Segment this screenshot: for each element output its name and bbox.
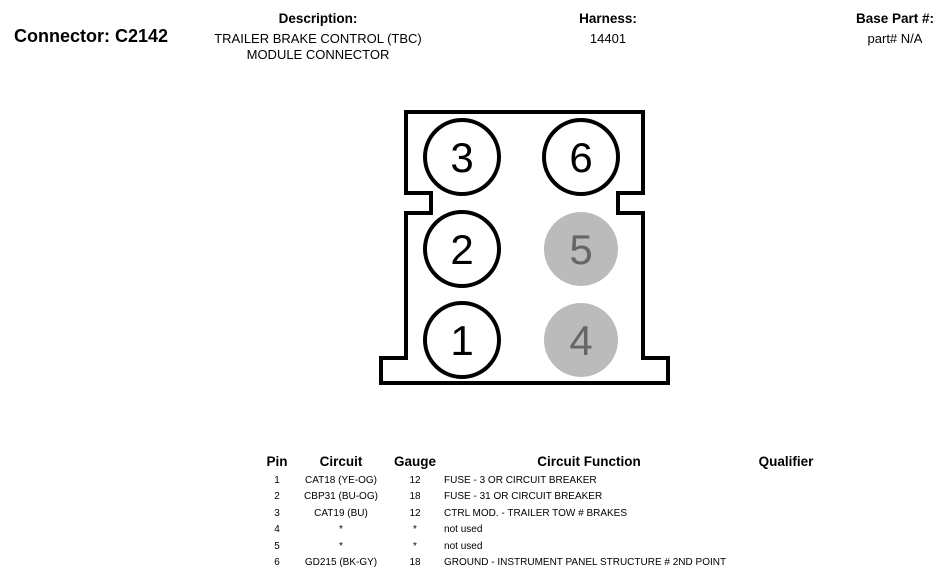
cell-qualifier (738, 489, 834, 506)
cell-circuit-function: GROUND - INSTRUMENT PANEL STRUCTURE # 2N… (444, 557, 727, 569)
header-pin: Pin (266, 453, 288, 469)
table-row: 4 * * not used (262, 522, 834, 539)
cell-gauge: 18 (409, 491, 421, 503)
table-row: 6 GD215 (BK-GY) 18 GROUND - INSTRUMENT PANE… (262, 555, 834, 572)
description-block: Description: TRAILER BRAKE CONTROL (TBC)… (198, 11, 438, 63)
pin-table: Pin Circuit Gauge Circuit Function Quali… (262, 452, 834, 571)
cell-qualifier (738, 472, 834, 489)
cell-qualifier (738, 538, 834, 555)
cell-pin: 3 (274, 507, 280, 519)
table-row: 2 CBP31 (BU-OG) 18 FUSE - 31 OR CIRCUIT BRE… (262, 489, 834, 506)
cell-gauge: * (413, 540, 417, 552)
header-gauge: Gauge (394, 453, 437, 469)
header-qualifier: Qualifier (758, 453, 814, 469)
pin-1-label: 1 (450, 317, 473, 364)
pin-5-circle (544, 212, 618, 286)
cell-circuit: CAT18 (YE-OG) (304, 474, 378, 486)
base-part-block: Base Part #: part# N/A (840, 11, 950, 47)
description-line-1: TRAILER BRAKE CONTROL (TBC) (214, 31, 422, 46)
description-label: Description: (278, 11, 358, 26)
cell-pin: 4 (274, 524, 280, 536)
cell-circuit-function: FUSE - 31 OR CIRCUIT BREAKER (444, 491, 603, 503)
pins-group: 3 6 2 5 1 4 (423, 118, 620, 379)
table-row: 3 CAT19 (BU) 12 CTRL MOD. - TRAILER TOW # B… (262, 505, 834, 522)
pin-2-label: 2 (450, 226, 473, 273)
cell-circuit-function: not used (444, 540, 483, 552)
pin-4-circle (544, 303, 618, 377)
cell-circuit: GD215 (BK-GY) (304, 557, 378, 569)
cell-circuit: CAT19 (BU) (314, 507, 368, 519)
pin-3-label: 3 (450, 134, 473, 181)
pin-5-label: 5 (569, 226, 592, 273)
connector-title: Connector: C2142 (14, 26, 169, 46)
cell-qualifier (738, 522, 834, 539)
table-row: 1 CAT18 (YE-OG) 12 FUSE - 3 OR CIRCUIT BREA… (262, 472, 834, 489)
cell-circuit: * (339, 524, 343, 536)
cell-qualifier (738, 555, 834, 572)
header-circuit-function: Circuit Function (537, 453, 641, 469)
cell-circuit: * (339, 540, 343, 552)
pin-6-circle (542, 118, 620, 196)
cell-gauge: 18 (409, 557, 421, 569)
cell-circuit-function: CTRL MOD. - TRAILER TOW # BRAKES (444, 507, 628, 519)
pin-table-header-row: Pin Circuit Gauge Circuit Function Quali… (262, 452, 834, 472)
cell-circuit: CBP31 (BU-OG) (304, 491, 378, 503)
base-part-value: part# N/A (867, 31, 923, 46)
cell-circuit-function: FUSE - 3 OR CIRCUIT BREAKER (444, 474, 597, 486)
table-row: 5 * * not used (262, 538, 834, 555)
pin-1-circle (423, 301, 501, 379)
cell-pin: 5 (274, 540, 280, 552)
cell-gauge: * (413, 524, 417, 536)
header-circuit: Circuit (319, 453, 363, 469)
cell-gauge: 12 (409, 507, 421, 519)
connector-housing-outline (379, 110, 670, 385)
cell-pin: 2 (274, 491, 280, 503)
description-line-2: MODULE CONNECTOR (246, 47, 390, 62)
harness-label: Harness: (579, 11, 637, 26)
connector-face-diagram: 3 6 2 5 1 4 (379, 110, 670, 385)
pin-4-label: 4 (569, 317, 592, 364)
pin-3-circle (423, 118, 501, 196)
cell-circuit-function: not used (444, 524, 483, 536)
cell-pin: 6 (274, 557, 280, 569)
cell-pin: 1 (274, 474, 280, 486)
pin-2-circle (423, 210, 501, 288)
harness-block: Harness: 14401 (548, 11, 668, 47)
cell-qualifier (738, 505, 834, 522)
pin-6-label: 6 (569, 134, 592, 181)
harness-value: 14401 (589, 31, 627, 46)
base-part-label: Base Part #: (855, 11, 935, 26)
cell-gauge: 12 (409, 474, 421, 486)
